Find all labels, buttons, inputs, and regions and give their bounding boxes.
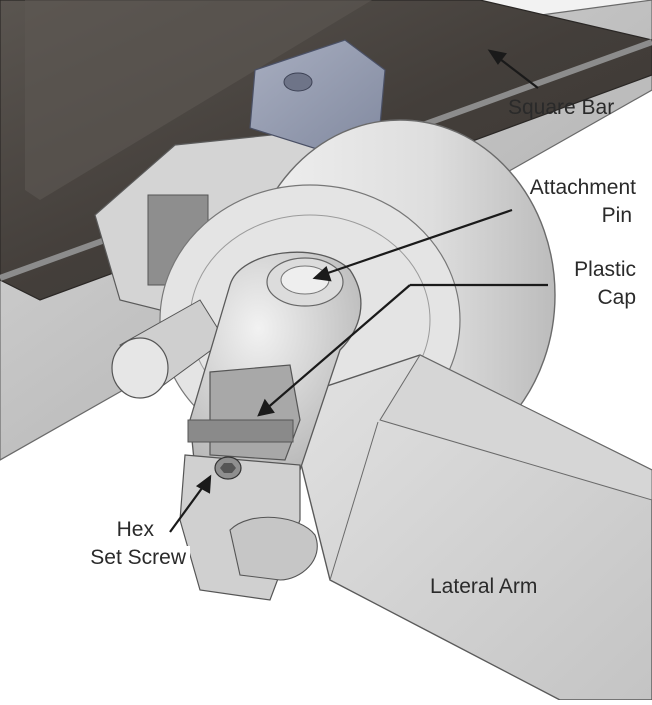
clamp-band <box>187 419 294 443</box>
label-square-bar: Square Bar <box>508 96 615 119</box>
plastic-cap-shape <box>209 364 301 461</box>
label-attachment-pin-line2: Pin <box>601 204 632 227</box>
lateral-arm-top-face <box>379 354 652 501</box>
hex-socket-icon <box>220 463 236 473</box>
label-hex-set-screw-line2: Set Screw <box>56 546 190 570</box>
label-plastic-cap-line1: Plastic <box>574 258 636 281</box>
label-lateral-arm: Lateral Arm <box>430 575 538 598</box>
leader-lines <box>169 49 548 533</box>
knob-cap <box>111 337 169 399</box>
lateral-arm-edge <box>329 421 379 581</box>
square-bar-highlight <box>25 0 372 200</box>
arrowhead-hex-set-screw <box>195 474 212 494</box>
block-hole <box>283 72 313 92</box>
leader-attachment-pin <box>321 208 513 277</box>
label-attachment-pin-line1: Attachment <box>529 176 636 199</box>
clamp-lip <box>229 516 318 581</box>
arrowhead-attachment-pin <box>312 266 332 282</box>
arrowhead-plastic-cap <box>257 398 275 417</box>
leader-plastic-cap-b <box>264 284 411 411</box>
leader-square-bar <box>495 55 539 89</box>
label-hex-set-screw-line1: Hex <box>60 518 158 542</box>
arrowhead-square-bar <box>487 49 507 65</box>
label-plastic-cap-line2: Cap <box>597 286 636 309</box>
leader-hex-set-screw <box>169 483 206 533</box>
